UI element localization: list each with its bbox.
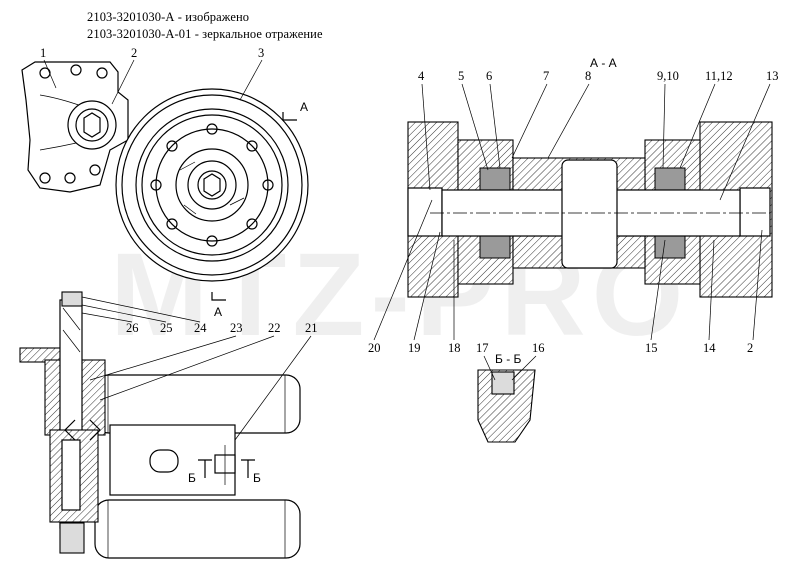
drawing-title-line-2: 2103-3201030-А-01 - зеркальное отражение: [87, 27, 323, 41]
svg-text:14: 14: [703, 341, 716, 355]
section-bb-title: Б - Б: [495, 352, 522, 366]
section-cut-b-left: Б: [188, 459, 212, 485]
upper-roller-side: [94, 374, 301, 434]
section-aa: [407, 121, 773, 298]
svg-text:6: 6: [486, 69, 492, 83]
svg-text:24: 24: [194, 321, 207, 335]
svg-text:22: 22: [268, 321, 281, 335]
section-cut-a-top: А: [282, 100, 308, 121]
section-aa-title: А - А: [590, 56, 617, 70]
svg-text:8: 8: [585, 69, 591, 83]
svg-text:Б: Б: [188, 471, 196, 485]
svg-text:1: 1: [40, 46, 46, 60]
callouts: 1 2 3 4 5 6 7 8 9,10 11,12 13 20 19 18 1…: [40, 46, 779, 441]
svg-text:17: 17: [476, 341, 489, 355]
section-cut-b-right: Б: [241, 459, 261, 485]
svg-text:4: 4: [418, 69, 425, 83]
section-cut-a-bottom: А: [211, 292, 226, 319]
svg-text:2: 2: [131, 46, 137, 60]
svg-text:2: 2: [747, 341, 753, 355]
svg-text:А: А: [300, 100, 308, 114]
lever-side-view: [109, 424, 236, 496]
svg-text:20: 20: [368, 341, 381, 355]
axle-sectioned: [19, 291, 106, 554]
lower-roller-side: [94, 499, 301, 559]
svg-text:11,12: 11,12: [705, 69, 733, 83]
svg-text:9,10: 9,10: [657, 69, 679, 83]
svg-text:18: 18: [448, 341, 461, 355]
svg-text:23: 23: [230, 321, 243, 335]
drawing-title-line-1: 2103-3201030-А - изображено: [87, 10, 250, 24]
section-bb: [477, 369, 536, 443]
svg-text:25: 25: [160, 321, 173, 335]
svg-text:Б: Б: [253, 471, 261, 485]
roller-front-view: [115, 88, 309, 282]
svg-text:19: 19: [408, 341, 421, 355]
svg-text:5: 5: [458, 69, 464, 83]
svg-text:7: 7: [543, 69, 549, 83]
svg-text:13: 13: [766, 69, 779, 83]
svg-text:3: 3: [258, 46, 264, 60]
svg-text:16: 16: [532, 341, 545, 355]
svg-text:21: 21: [305, 321, 318, 335]
svg-text:26: 26: [126, 321, 139, 335]
svg-text:А: А: [214, 305, 222, 319]
svg-text:15: 15: [645, 341, 658, 355]
axle-boss: [67, 100, 117, 150]
